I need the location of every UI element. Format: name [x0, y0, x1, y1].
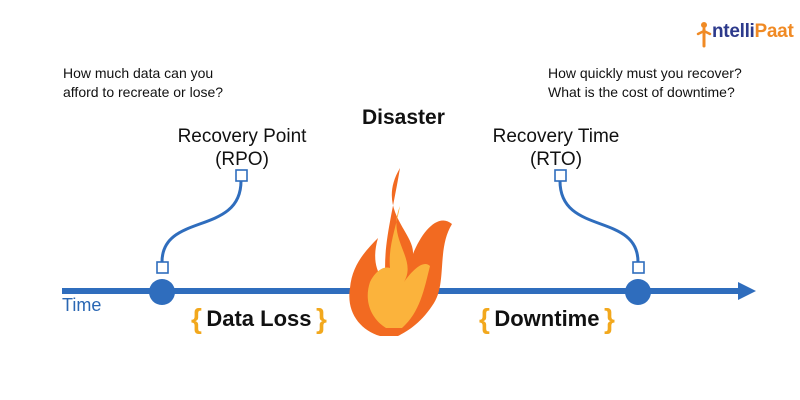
flame-icon [349, 168, 452, 336]
left-brace-icon: { [191, 303, 202, 334]
rto-lower-square [632, 261, 645, 274]
recovery-time-title: Recovery Time (RTO) [486, 125, 626, 171]
logo-text-suffix: Paat [754, 21, 794, 42]
disaster-label: Disaster [362, 106, 445, 129]
rpo-lower-square [156, 261, 169, 274]
right-brace-icon: } [603, 303, 615, 334]
time-axis-label: Time [62, 295, 102, 315]
rpo-question-line2: afford to recreate or lose? [63, 84, 224, 100]
downtime-segment: { Downtime } [479, 303, 615, 335]
downtime-label: Downtime [494, 306, 600, 331]
rpo-upper-square [235, 169, 248, 182]
recovery-point-title: Recovery Point (RPO) [172, 125, 312, 171]
logo-text-prefix: ntelli [712, 21, 755, 42]
logo-figure-icon [696, 22, 712, 48]
rto-connector [558, 180, 640, 263]
data-loss-label: Data Loss [206, 306, 312, 331]
rpo-connector [160, 180, 243, 263]
rto-upper-square [554, 169, 567, 182]
rpo-question: How much data can you afford to recreate… [63, 64, 223, 102]
recovery-point-line2: (RPO) [215, 149, 269, 170]
intellipaat-logo: ntelliPaat [712, 21, 794, 43]
rto-question: How quickly must you recover? What is th… [548, 64, 742, 102]
rto-question-line2: What is the cost of downtime? [548, 84, 735, 100]
left-brace-icon: { [479, 303, 490, 334]
recovery-point-line1: Recovery Point [177, 126, 307, 147]
data-loss-segment: { Data Loss } [191, 303, 327, 335]
recovery-time-line1: Recovery Time [492, 126, 620, 147]
rto-marker [625, 279, 651, 305]
timeline-arrowhead [738, 282, 756, 300]
right-brace-icon: } [315, 303, 327, 334]
recovery-time-line2: (RTO) [529, 149, 583, 170]
rto-question-line1: How quickly must you recover? [548, 65, 742, 81]
rpo-marker [149, 279, 175, 305]
rpo-question-line1: How much data can you [63, 65, 214, 81]
